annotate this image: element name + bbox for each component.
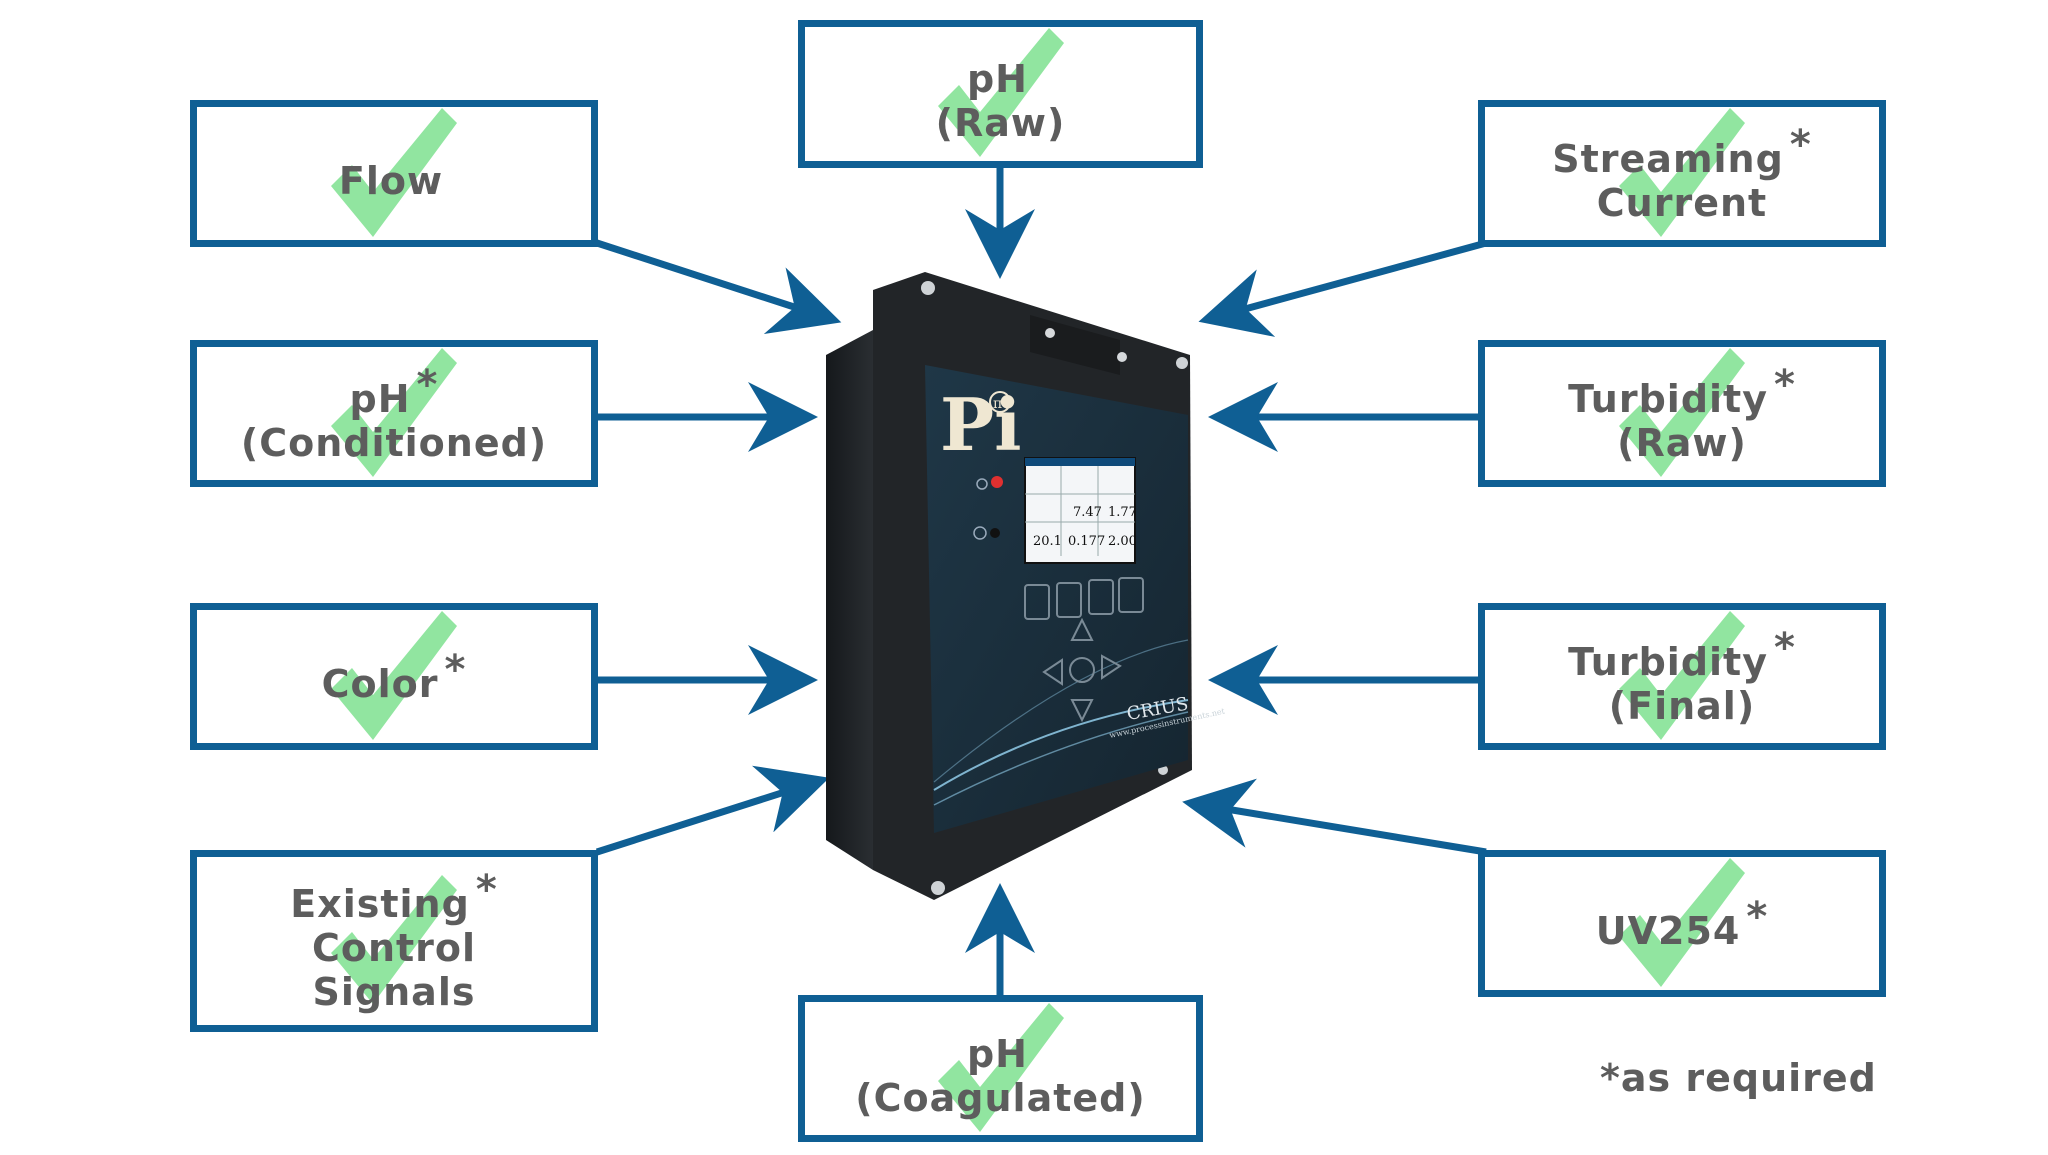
screw-icon — [931, 881, 945, 895]
sensor-icon — [973, 526, 987, 540]
box-label: Turbidity* (Raw) — [1568, 361, 1796, 465]
enter-button[interactable] — [1069, 657, 1095, 683]
sensor-led-icon — [990, 528, 1000, 538]
checkmark-icon — [331, 610, 457, 740]
checkmark-icon — [331, 107, 457, 237]
box-label: Color* — [321, 646, 467, 706]
screw-icon — [1045, 328, 1055, 338]
input-box-turbidity-final: Turbidity* (Final) — [1478, 603, 1886, 750]
device-logo: Pi — [940, 382, 1022, 467]
power-icon — [976, 478, 988, 490]
screw-icon — [921, 281, 935, 295]
soft-key-button[interactable] — [1024, 584, 1050, 620]
checkmark-icon — [1619, 107, 1745, 237]
arrow-uv254 — [1182, 778, 1487, 856]
controller-device: Pi π 7.47 1.77 20.1 0.177 2.00 — [826, 272, 1226, 900]
input-box-color: Color* — [190, 603, 598, 750]
screen-reading: 0.177 — [1068, 534, 1105, 549]
checkmark-icon — [937, 28, 1064, 157]
box-label: Existing* Control Signals — [290, 867, 498, 1014]
box-label: Flow — [338, 158, 444, 203]
soft-key-button[interactable] — [1088, 579, 1114, 615]
arrow-streaming-current — [1198, 239, 1487, 337]
up-arrow-button[interactable] — [1070, 617, 1094, 641]
screen-reading: 20.1 — [1033, 534, 1062, 549]
screen-reading: 1.77 — [1108, 505, 1137, 520]
down-arrow-button[interactable] — [1070, 699, 1094, 723]
input-box-turbidity-raw: Turbidity* (Raw) — [1478, 340, 1886, 487]
screen-reading: 2.00 — [1108, 534, 1137, 549]
checkmark-icon — [1619, 857, 1745, 987]
input-box-ph-raw: pH (Raw) — [798, 20, 1203, 168]
input-box-streaming-current: Streaming* Current — [1478, 100, 1886, 247]
right-arrow-button[interactable] — [1101, 654, 1122, 680]
arrow-existing-control — [595, 765, 830, 856]
screw-icon — [1176, 357, 1188, 369]
checkmark-icon — [1619, 347, 1745, 477]
box-label: pH (Coagulated) — [855, 1031, 1146, 1120]
input-box-existing-control-signals: Existing* Control Signals — [190, 850, 598, 1032]
input-box-ph-coagulated: pH (Coagulated) — [798, 995, 1203, 1142]
input-box-uv254: UV254* — [1478, 850, 1886, 997]
soft-key-button[interactable] — [1056, 582, 1082, 618]
device-logo-symbol: π — [993, 396, 1002, 412]
left-arrow-button[interactable] — [1042, 658, 1063, 686]
device-screen — [1024, 457, 1136, 564]
box-label: Turbidity* (Final) — [1568, 624, 1796, 728]
checkmark-icon — [937, 1002, 1064, 1132]
box-label: UV254* — [1595, 893, 1769, 953]
checkmark-icon — [1619, 610, 1745, 740]
checkmark-icon — [331, 875, 457, 1004]
screen-reading: 7.47 — [1073, 505, 1102, 520]
device-side — [826, 330, 873, 870]
footnote: *as required — [1600, 1056, 1877, 1100]
status-led-icon — [991, 476, 1003, 488]
screw-icon — [1117, 352, 1127, 362]
arrow-flow — [595, 239, 842, 334]
box-label: pH* (Conditioned) — [240, 361, 548, 465]
input-box-flow: Flow — [190, 100, 598, 247]
box-label: pH (Raw) — [935, 57, 1066, 145]
soft-key-button[interactable] — [1118, 577, 1144, 613]
input-box-ph-conditioned: pH* (Conditioned) — [190, 340, 598, 487]
checkmark-icon — [331, 347, 457, 477]
box-label: Streaming* Current — [1552, 121, 1812, 225]
